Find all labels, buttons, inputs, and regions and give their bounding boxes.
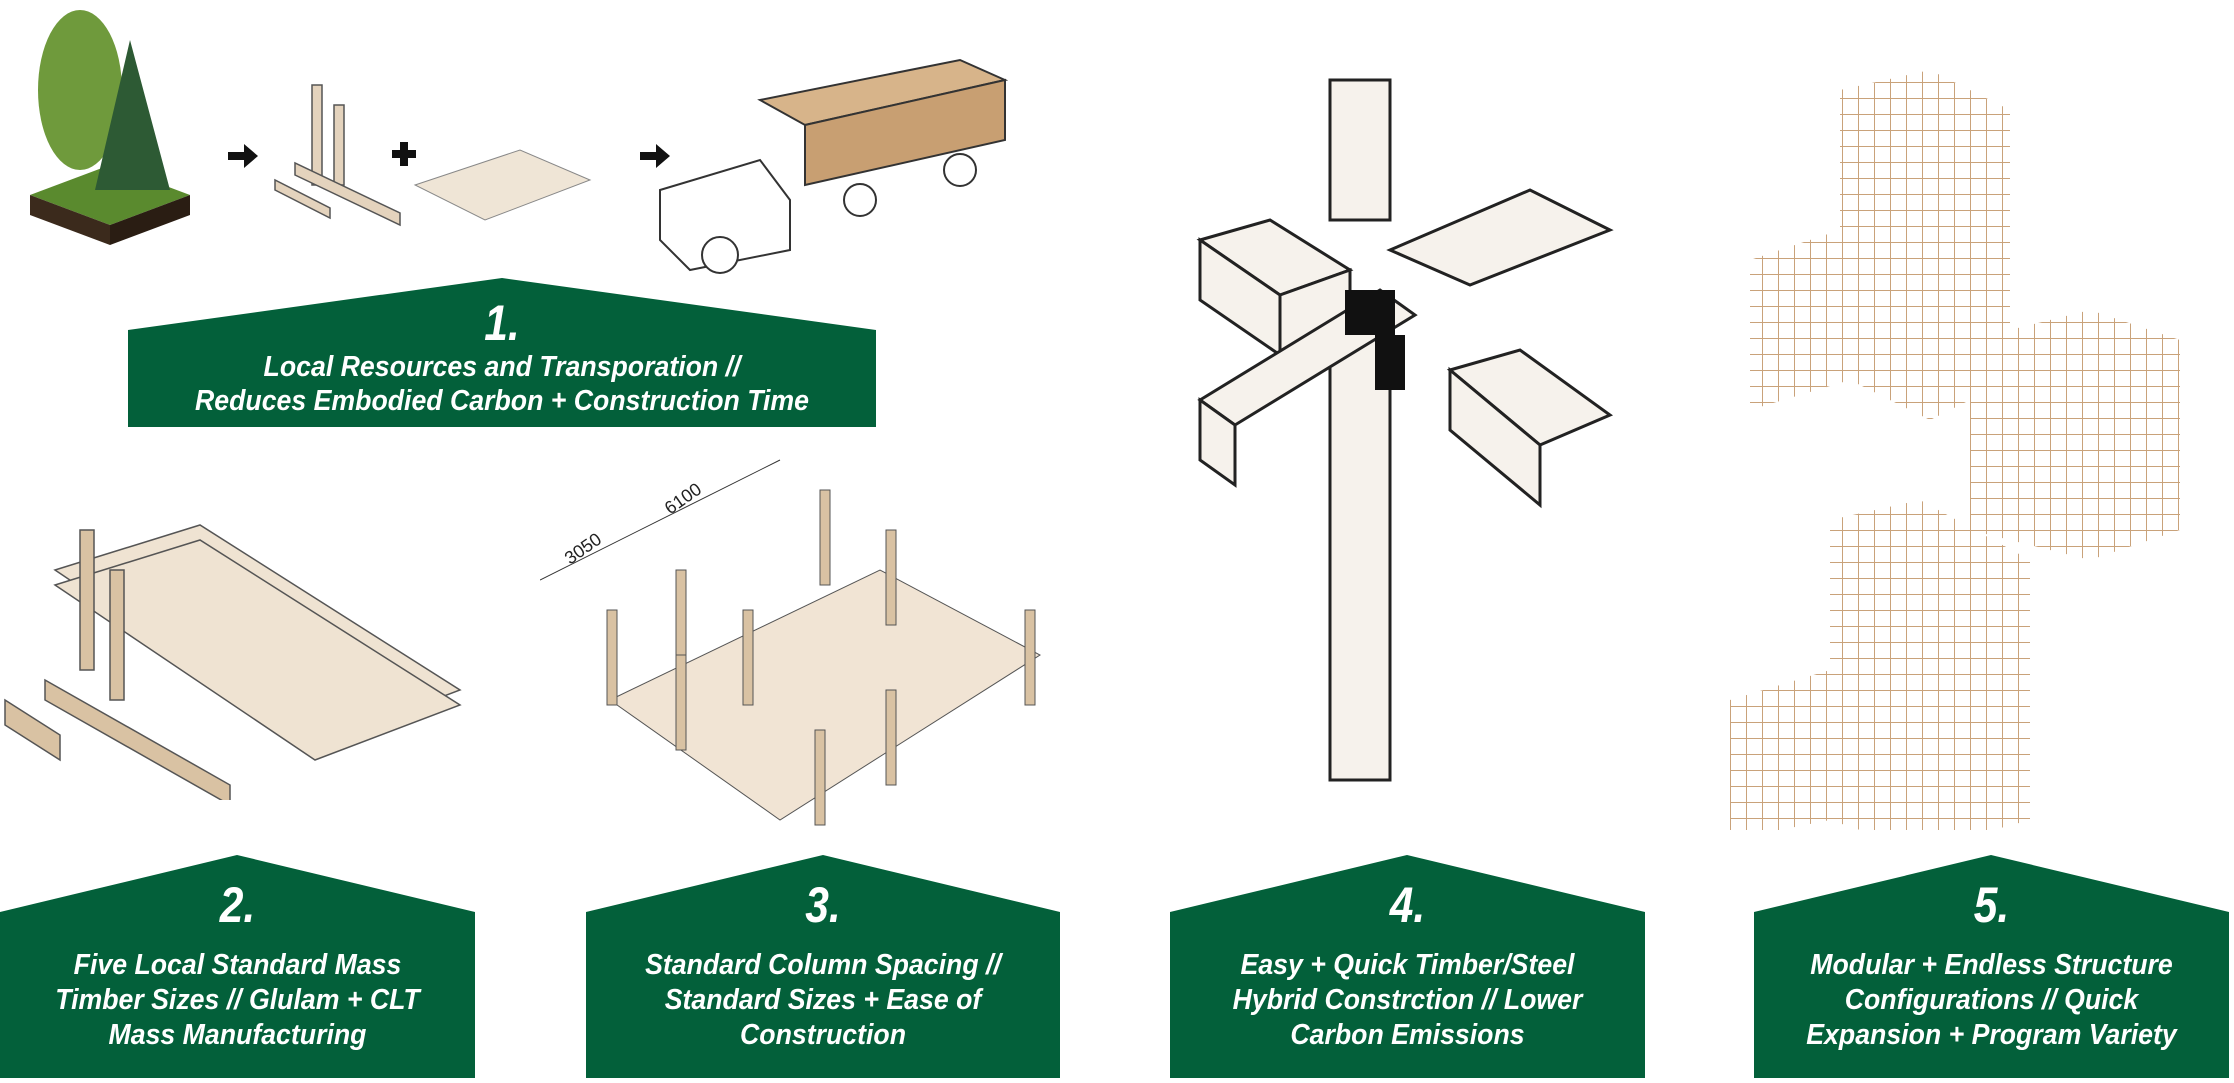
step-number: 2. bbox=[219, 877, 256, 933]
dimension-short: 3050 bbox=[561, 529, 605, 568]
step-number: 1. bbox=[484, 295, 520, 351]
step-description-line: Construction bbox=[739, 1019, 907, 1051]
modular-frame-illustration bbox=[1730, 70, 2180, 830]
step-3-panel: 3. Standard Column Spacing // Standard S… bbox=[586, 855, 1060, 1078]
truck-icon bbox=[659, 58, 1009, 274]
step-description-line: Timber Sizes // Glulam + CLT bbox=[55, 984, 420, 1016]
step-5-panel: 5. Modular + Endless Structure Configura… bbox=[1754, 855, 2229, 1078]
step-description-line: Local Resources and Transporation // bbox=[263, 351, 741, 383]
supply-chain-illustration bbox=[30, 10, 1009, 274]
step-4-panel: 4. Easy + Quick Timber/Steel Hybrid Cons… bbox=[1170, 855, 1645, 1078]
step-description-line: Reduces Embodied Carbon + Construction T… bbox=[195, 385, 809, 417]
step-description-line: Mass Manufacturing bbox=[108, 1019, 367, 1051]
dimension-long: 6100 bbox=[661, 479, 705, 518]
step-number: 5. bbox=[1973, 877, 2010, 933]
step-description-line: Modular + Endless Structure bbox=[1810, 949, 2173, 981]
plus-icon bbox=[392, 142, 416, 166]
step-description-line: Standard Column Spacing // bbox=[645, 949, 1001, 981]
timber-members-icon bbox=[274, 84, 401, 227]
arrow-icon bbox=[228, 144, 258, 168]
step-description-line: Hybrid Constrction // Lower bbox=[1232, 984, 1583, 1016]
arrow-icon bbox=[640, 144, 670, 168]
clt-panel-icon bbox=[413, 149, 592, 221]
step-description-line: Expansion + Program Variety bbox=[1806, 1019, 2177, 1051]
column-grid-illustration: 3050 6100 bbox=[540, 459, 1041, 826]
step-2-panel: 2. Five Local Standard Mass Timber Sizes… bbox=[0, 855, 475, 1078]
forest-plot-icon bbox=[30, 10, 190, 245]
step-description-line: Configurations // Quick bbox=[1844, 984, 2139, 1016]
timber-sizes-illustration bbox=[4, 524, 462, 800]
timber-steel-connection-illustration bbox=[1196, 78, 1614, 782]
step-description-line: Easy + Quick Timber/Steel bbox=[1240, 949, 1575, 981]
step-number: 4. bbox=[1389, 877, 1426, 933]
step-number: 3. bbox=[805, 877, 841, 933]
step-description-line: Carbon Emissions bbox=[1290, 1019, 1525, 1051]
step-description-line: Standard Sizes + Ease of bbox=[664, 984, 982, 1016]
step-1-panel: 1. Local Resources and Transporation // … bbox=[128, 278, 876, 427]
step-description-line: Five Local Standard Mass bbox=[73, 949, 402, 981]
